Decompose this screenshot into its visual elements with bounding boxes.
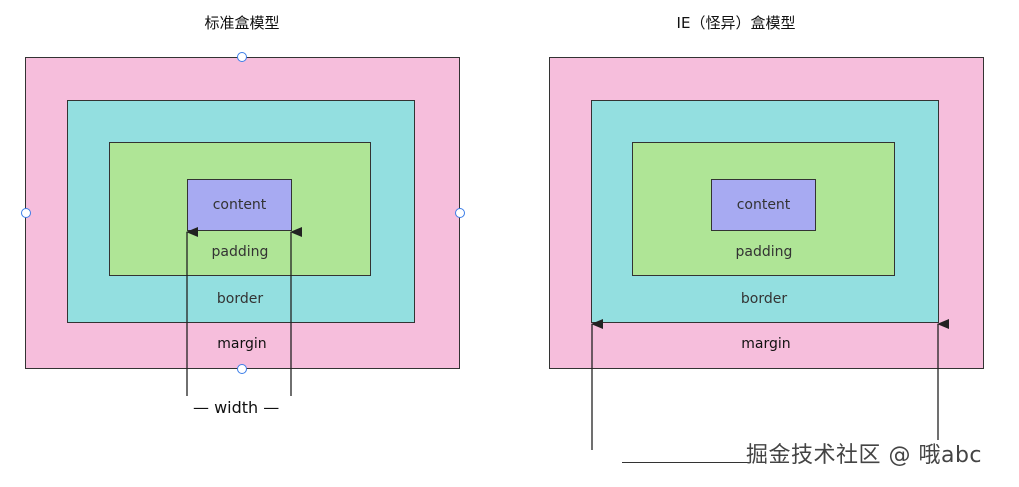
standard-width-label: — width — [193, 398, 280, 417]
selection-handle-top[interactable] [237, 52, 247, 62]
ie-content-label: content [736, 197, 791, 213]
ie-content-box [711, 179, 816, 231]
ie-width-dash-line [622, 462, 748, 463]
selection-handle-bottom[interactable] [237, 364, 247, 374]
standard-border-label: border [216, 291, 264, 307]
selection-handle-left[interactable] [21, 208, 31, 218]
ie-padding-label: padding [735, 244, 793, 260]
standard-margin-label: margin [217, 336, 267, 352]
standard-content-box [187, 179, 292, 231]
standard-padding-label: padding [211, 244, 269, 260]
ie-border-label: border [740, 291, 788, 307]
ie-margin-label: margin [741, 336, 791, 352]
standard-content-label: content [212, 197, 267, 213]
ie-box-model-title: IE（怪异）盒模型 [676, 14, 796, 32]
selection-handle-right[interactable] [455, 208, 465, 218]
standard-box-model-title: 标准盒模型 [204, 14, 280, 32]
watermark-text: 掘金技术社区 @ 哦abc [746, 443, 983, 468]
